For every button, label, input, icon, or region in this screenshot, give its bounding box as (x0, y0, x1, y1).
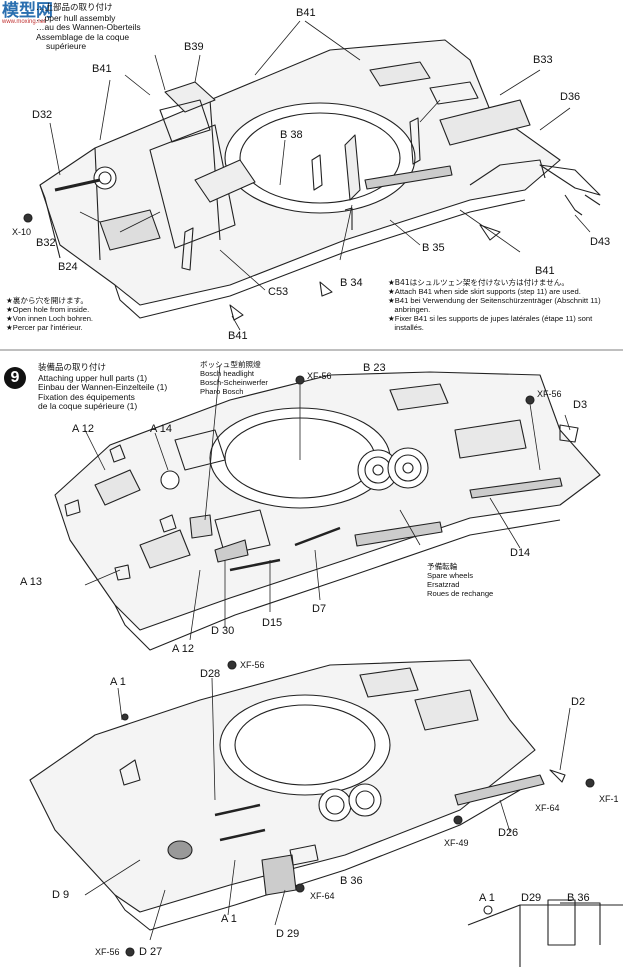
caption-line: Roues de rechange (427, 589, 494, 598)
part-label: C53 (268, 286, 289, 298)
note-line: ★裏から穴を開けます。 (6, 296, 88, 305)
step9-bottom-hull-drawing (29, 659, 623, 967)
part-label: B39 (184, 41, 204, 53)
part-label: B 36 (340, 875, 363, 887)
part-label: B32 (36, 237, 56, 249)
note-line: ★Open hole from inside. (6, 305, 90, 314)
part-label: D14 (510, 547, 531, 559)
note-line: ★Von innen Loch bohren. (6, 314, 94, 323)
step9-title-jp: 装備品の取り付け (38, 363, 107, 373)
note-line: ★B41 bei Verwendung der Seitenschürzentr… (388, 296, 601, 305)
step9-top-hull-drawing (54, 364, 601, 651)
part-label: X-10 (12, 227, 32, 237)
note-line: installés. (388, 323, 424, 332)
part-label: A 12 (172, 643, 195, 655)
part-label: B33 (533, 54, 553, 66)
part-label: D 9 (52, 889, 70, 901)
step9-title: 装備品の取り付け Attaching upper hull parts (1) … (38, 363, 168, 412)
note-line: anbringen. (388, 305, 431, 314)
paint-label: XF-1 (599, 794, 619, 804)
part-label: B 23 (363, 362, 386, 374)
part-label: D26 (498, 827, 519, 839)
caption-line: Pharo Bosch (200, 387, 244, 396)
headlight-caption: ボッシュ型前照燈 Bosch headlight Bosch-Scheinwer… (200, 360, 268, 396)
part-label: A 1 (221, 913, 237, 925)
part-label: D 29 (276, 928, 300, 940)
step8-title-en: …pper hull assembly (36, 12, 116, 23)
paint-label: XF-56 (240, 660, 265, 670)
part-label: D29 (521, 892, 542, 904)
part-label: D 27 (139, 946, 163, 958)
part-label: A 12 (72, 423, 95, 435)
part-label: B 34 (340, 277, 363, 289)
part-label: B41 (92, 63, 112, 75)
note-line: ★Percer par l'intérieur. (6, 323, 83, 332)
part-label: D32 (32, 109, 53, 121)
step8-title-fr-2: supérieure (46, 41, 87, 52)
note-line: ★Attach B41 when side skirt supports (st… (388, 287, 581, 296)
step8-note-b41: ★B41はシュルツェン架を付けない方は付けません。 ★Attach B41 wh… (388, 278, 601, 332)
paint-label: XF-56 (537, 389, 562, 399)
part-label: D43 (590, 236, 611, 248)
caption-line: Bosch-Scheinwerfer (200, 378, 268, 387)
part-label: A 1 (479, 892, 495, 904)
step8-hull-drawing (23, 20, 601, 331)
caption-line: Bosch headlight (200, 369, 255, 378)
part-label: D3 (573, 399, 588, 411)
step-number-badge: 9 (4, 367, 26, 389)
part-label: B 36 (567, 892, 590, 904)
note-line: ★Fixer B41 si les supports de jupes laté… (388, 314, 593, 323)
part-label: D2 (571, 696, 586, 708)
spare-wheels-caption: 予備転輪 Spare wheels Ersatzrad Roues de rec… (427, 562, 493, 598)
note-line: ★B41はシュルツェン架を付けない方は付けません。 (388, 278, 569, 287)
caption-line: Ersatzrad (427, 580, 460, 589)
paint-label: XF-56 (95, 947, 120, 957)
step8-title-fr-1: Assemblage de la coque (36, 31, 130, 42)
part-label: B24 (58, 261, 78, 273)
part-label: A 13 (20, 576, 43, 588)
part-label: A 1 (110, 676, 126, 688)
part-label: D28 (200, 668, 221, 680)
watermark-url: www.moxing.net (2, 19, 46, 25)
paint-label: XF-64 (535, 803, 560, 813)
step8-title-de: …au des Wannen-Oberteils (36, 22, 141, 33)
step8-title: …上部品の取り付け …pper hull assembly …au des Wa… (36, 3, 141, 52)
caption-line: Spare wheels (427, 571, 474, 580)
part-label: B41 (228, 330, 248, 342)
watermark-brand: 模型网 (2, 1, 53, 20)
step9-title-de: Einbau der Wannen-Einzelteile (1) (38, 382, 168, 393)
step8-title-jp: …上部品の取り付け (36, 3, 113, 13)
part-label: D15 (262, 617, 283, 629)
part-label: A 14 (150, 423, 173, 435)
part-label: D36 (560, 91, 581, 103)
caption-line: ボッシュ型前照燈 (200, 360, 261, 369)
step9-title-en: Attaching upper hull parts (1) (38, 372, 148, 383)
step9-title-fr-1: Fixation des équipements (38, 391, 135, 402)
part-label: B41 (296, 7, 316, 19)
part-label: B41 (535, 265, 555, 277)
caption-line: 予備転輪 (427, 562, 458, 571)
part-label: D 30 (211, 625, 235, 637)
paint-label: XF-64 (310, 891, 335, 901)
step9-title-fr-2: de la coque supérieure (1) (38, 401, 138, 412)
paint-label: XF-49 (444, 838, 469, 848)
step8-note-inside-hole: ★裏から穴を開けます。 ★Open hole from inside. ★Von… (6, 296, 93, 332)
part-label: B 35 (422, 242, 445, 254)
watermark-logo: 模型网 www.moxing.net (2, 2, 53, 26)
paint-label: XF-56 (307, 371, 332, 381)
part-label: B 38 (280, 129, 303, 141)
part-label: D7 (312, 603, 327, 615)
